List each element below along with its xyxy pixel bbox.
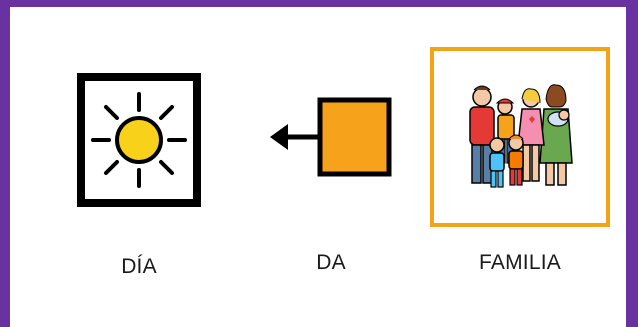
- sun-icon: [91, 92, 187, 188]
- pictogram-panel: DÍA DA: [10, 7, 626, 327]
- sun-pictogram-card: [77, 73, 201, 207]
- family-icon: [469, 84, 573, 188]
- label-familia: FAMILIA: [479, 251, 561, 274]
- label-dia: DÍA: [121, 255, 157, 278]
- label-da: DA: [316, 251, 346, 274]
- family-pictogram-card: [430, 47, 610, 227]
- da-pictogram-card: [266, 94, 396, 189]
- arrow-left-square-icon: [270, 97, 392, 177]
